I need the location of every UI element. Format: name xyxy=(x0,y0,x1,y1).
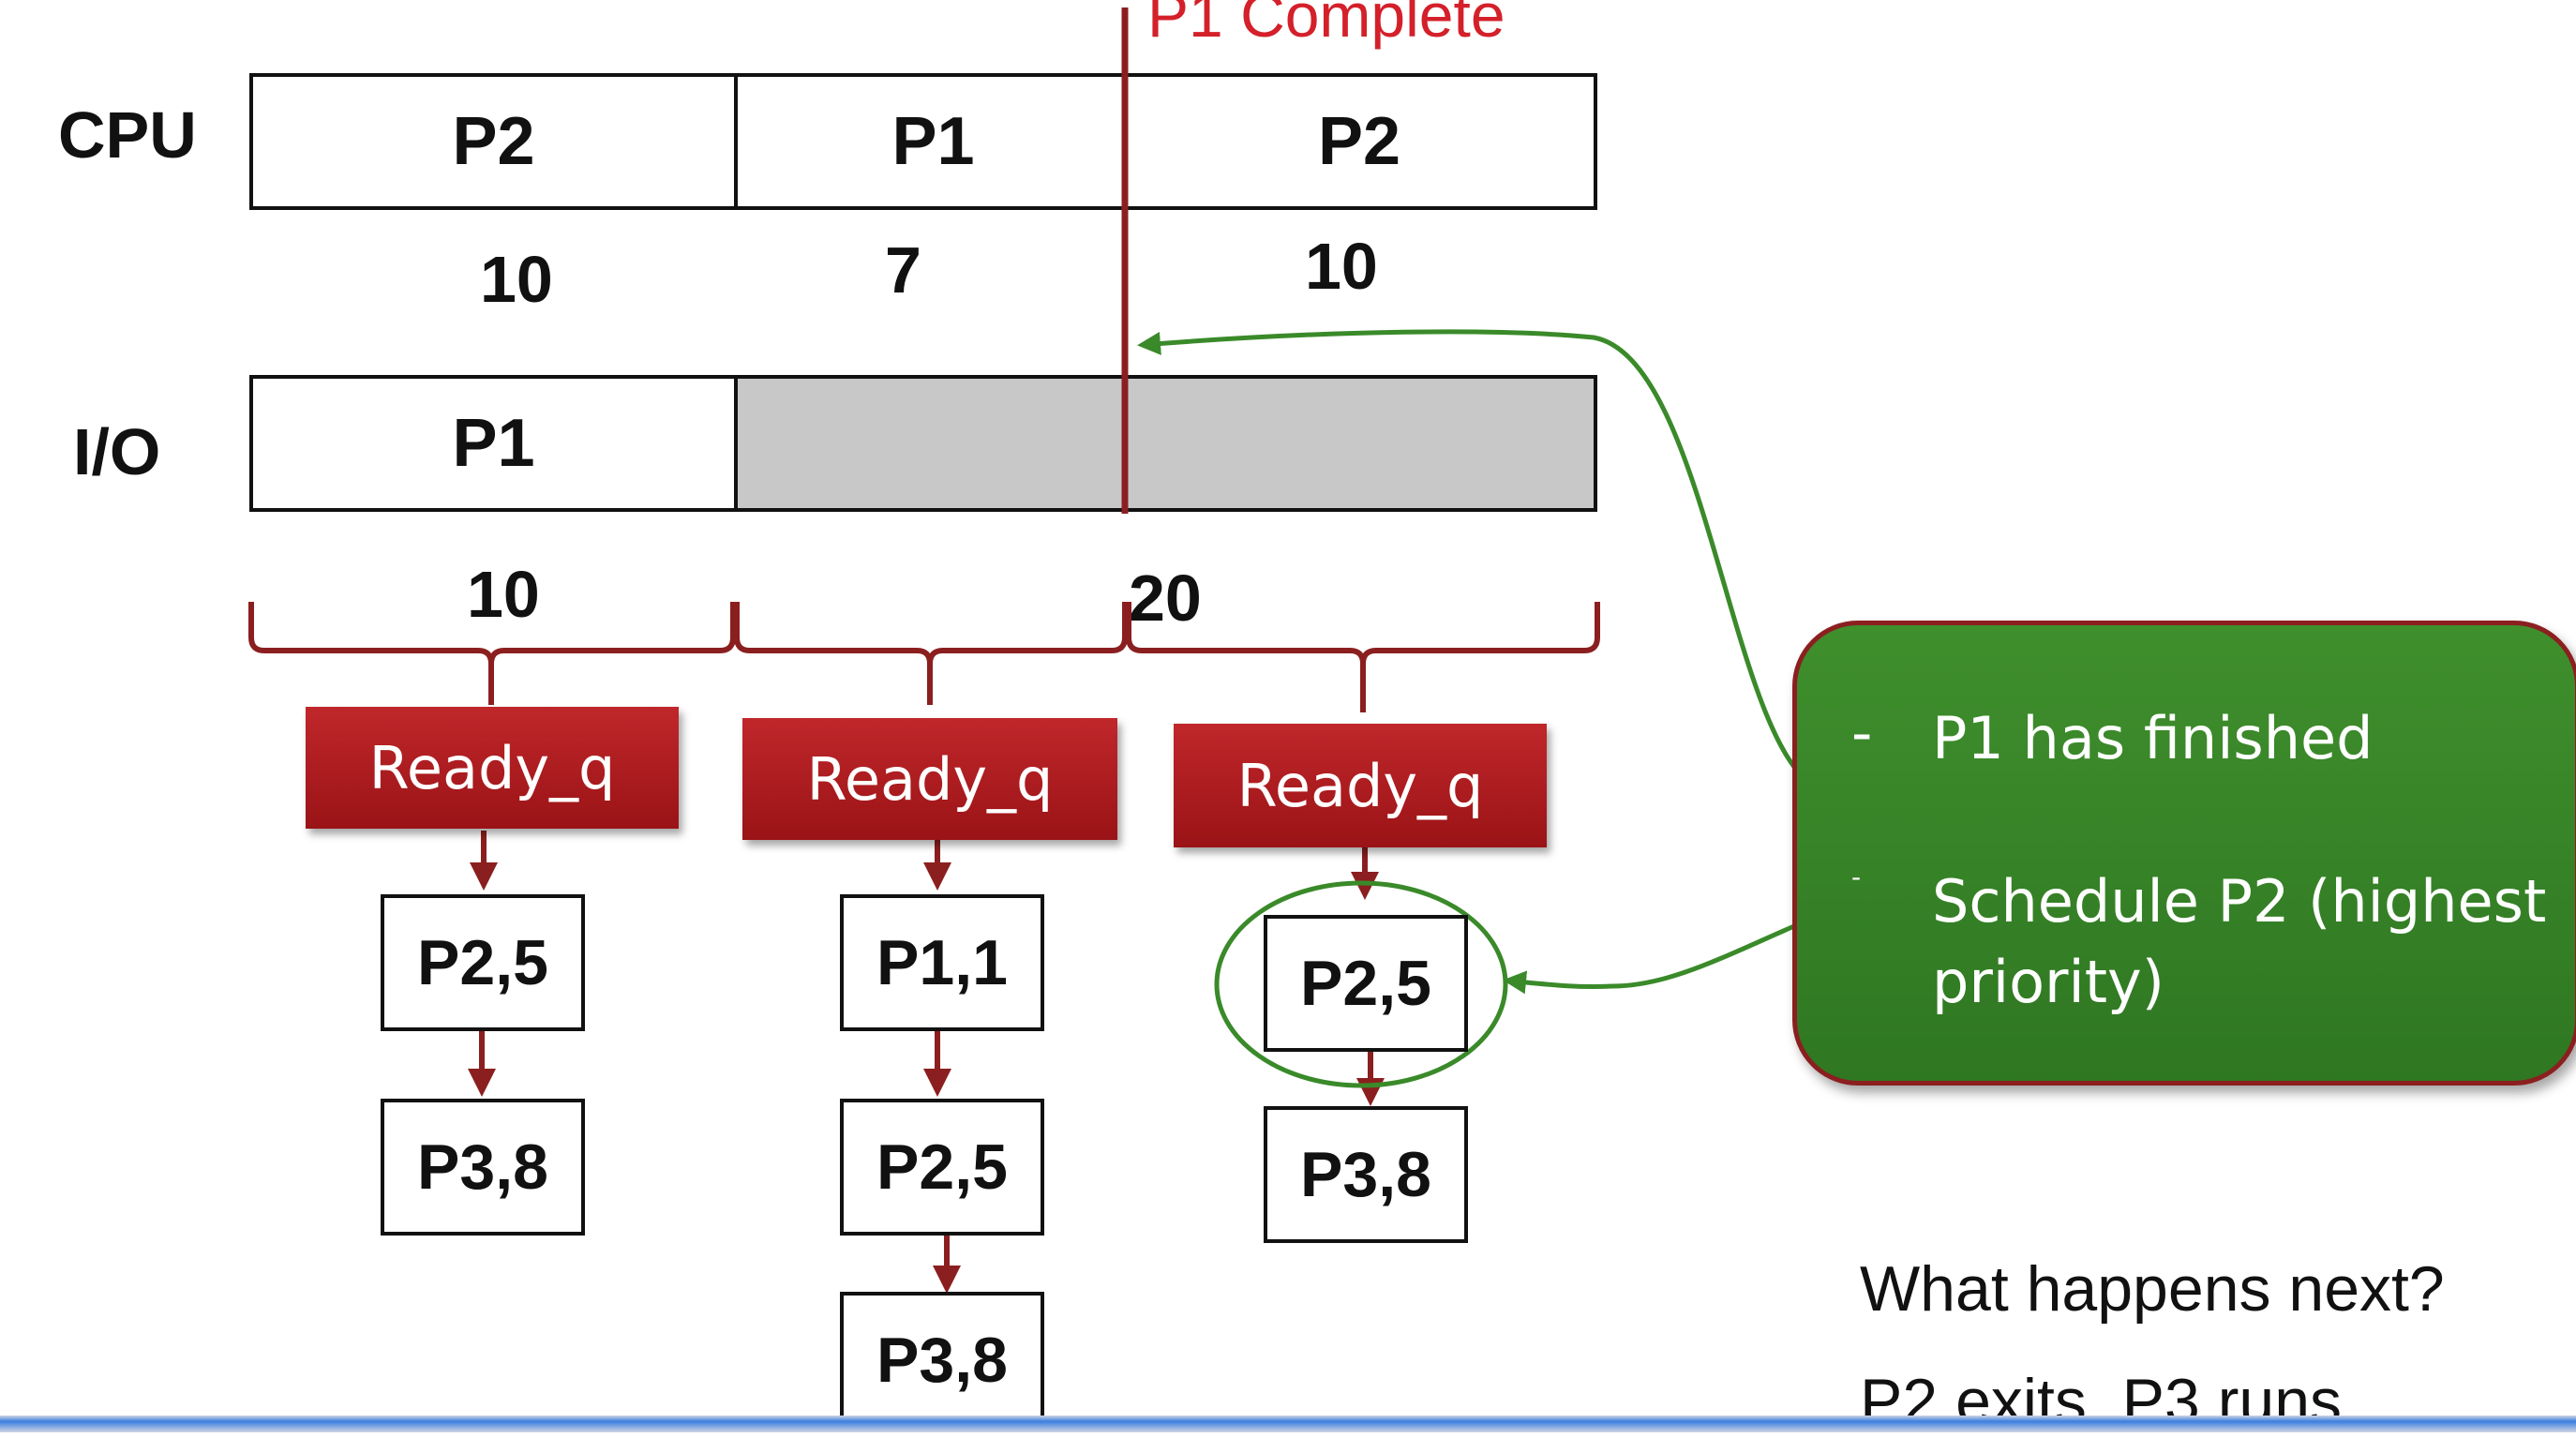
cpu-duration-1: 10 xyxy=(480,243,553,316)
callout-bullet-1-marker: - xyxy=(1851,698,1873,767)
io-time-label-1: 10 xyxy=(467,558,540,631)
callout-arrow-to-marker xyxy=(1137,329,1796,769)
cpu-row-label: CPU xyxy=(58,98,197,172)
brace-1 xyxy=(248,602,736,705)
io-idle-segment xyxy=(734,375,1597,512)
queue-2-item-2: P2,5 xyxy=(840,1099,1044,1236)
queue-3-item-1: P2,5 xyxy=(1264,915,1468,1052)
cpu-segment-3: P2 xyxy=(1125,73,1597,210)
callout-bullet-1-text: P1 has finished xyxy=(1932,704,2374,772)
cpu-segment-2: P1 xyxy=(734,73,1129,210)
callout-bullet-2-text: Schedule P2 (highest priority) xyxy=(1932,867,2547,1016)
callout-box: - P1 has finished - Schedule P2 (highest… xyxy=(1792,621,2576,1086)
callout-bullet-2-marker: - xyxy=(1851,861,1862,892)
bottom-bar xyxy=(0,1416,2576,1432)
io-segment-1: P1 xyxy=(249,375,738,512)
question-text: What happens next? xyxy=(1860,1253,2445,1325)
queue-3-item-2: P3,8 xyxy=(1264,1106,1468,1243)
ready-queue-2-header: Ready_q xyxy=(742,718,1117,840)
queue-1-item-2: P3,8 xyxy=(381,1099,585,1236)
cpu-duration-3: 10 xyxy=(1305,230,1378,303)
ready-queue-1-header: Ready_q xyxy=(306,707,679,829)
callout-arrow-to-p2 xyxy=(1503,923,1795,995)
queue-2-item-3: P3,8 xyxy=(840,1292,1044,1429)
io-time-label-2: 20 xyxy=(1129,562,1202,635)
queue-2-item-1: P1,1 xyxy=(840,894,1044,1031)
p1-complete-label: P1 Complete xyxy=(1147,0,1505,50)
ready-queue-3-header: Ready_q xyxy=(1174,724,1547,847)
cpu-segment-1: P2 xyxy=(249,73,738,210)
io-row-label: I/O xyxy=(73,415,161,488)
cpu-duration-2: 7 xyxy=(885,233,921,307)
brace-2 xyxy=(734,602,1128,705)
brace-3 xyxy=(1126,602,1600,712)
queue-1-item-1: P2,5 xyxy=(381,894,585,1031)
